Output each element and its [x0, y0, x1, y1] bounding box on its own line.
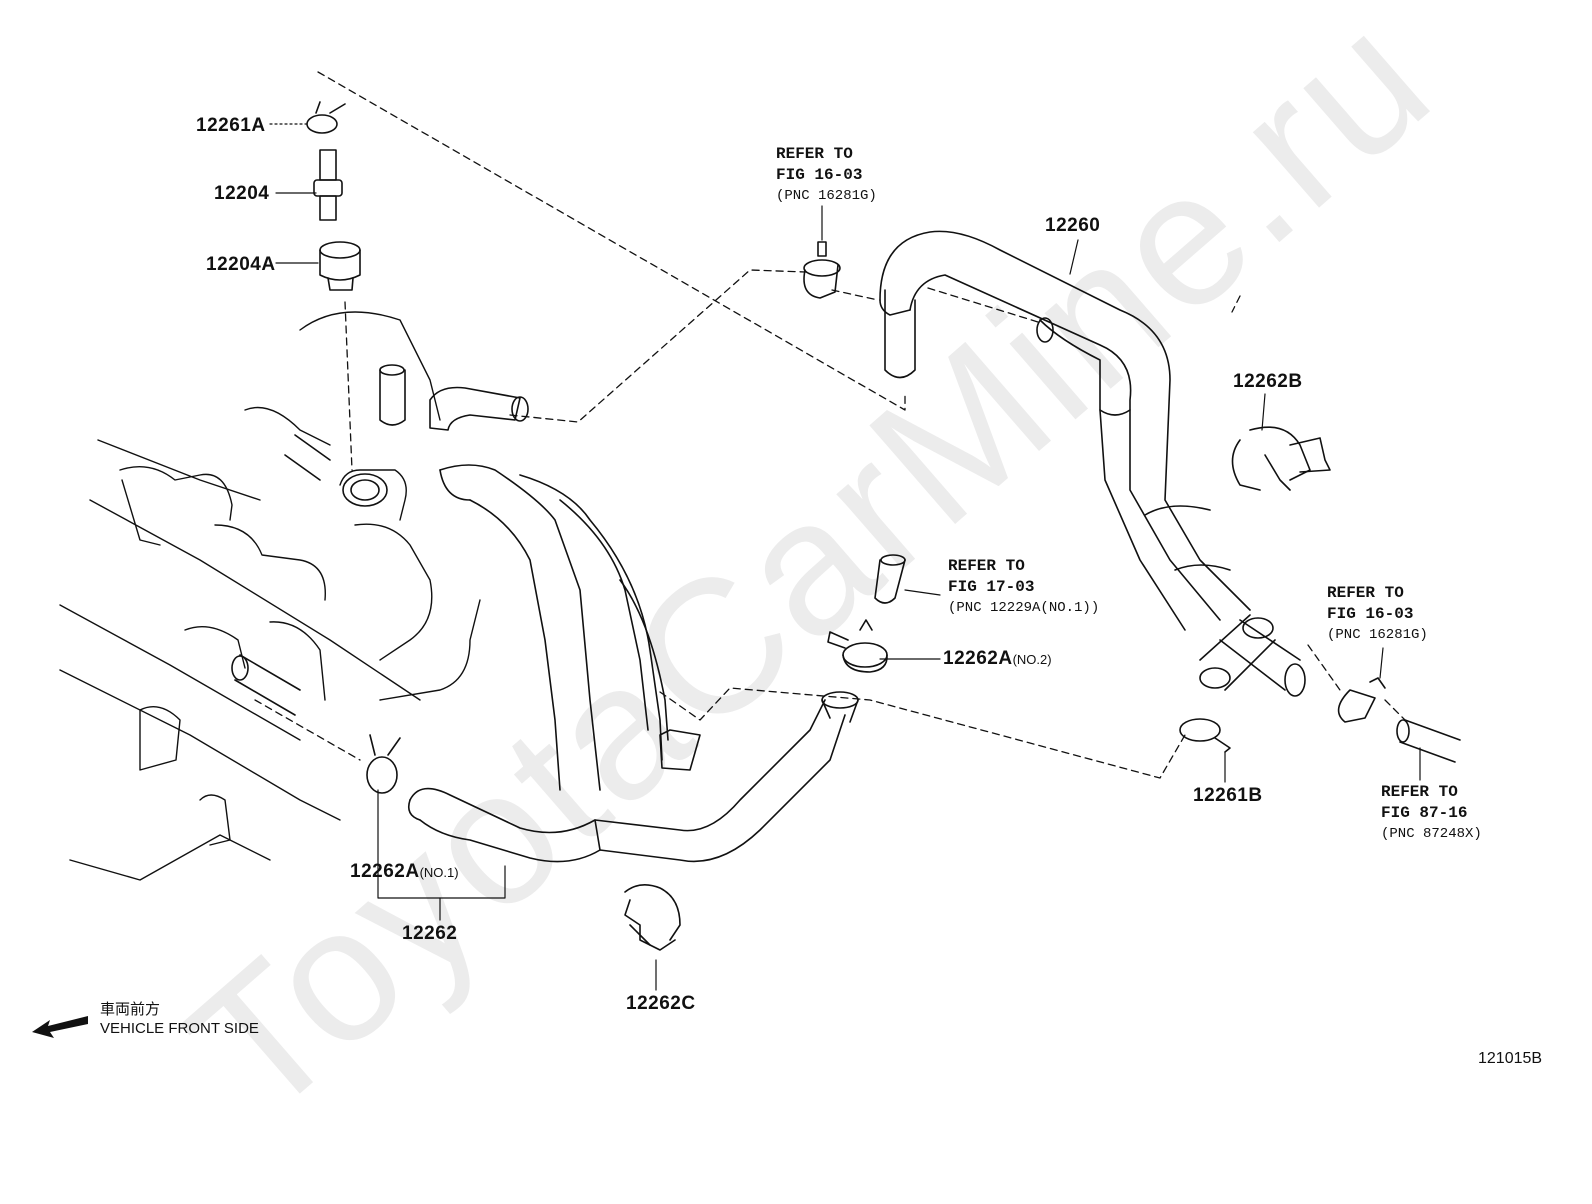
- parts-diagram: [59, 71, 1461, 991]
- part-label-12260: 12260: [1045, 215, 1101, 236]
- figure-number: 121015B: [1478, 1050, 1543, 1067]
- part-label-12262C: 12262C: [626, 993, 696, 1014]
- refer-note-fig-16-03-right: REFER TO FIG 16-03 (PNC 16281G): [1327, 583, 1428, 646]
- clamp-12262A-no1: [366, 734, 401, 794]
- part-12261A-clamp: [306, 101, 346, 134]
- refer-pnc: (PNC 12229A(NO.1)): [948, 600, 1100, 616]
- refer-line: REFER TO: [1381, 783, 1458, 801]
- clamp-fig-16-03-right: [1337, 677, 1386, 723]
- clamp-12262B: [1231, 426, 1331, 491]
- hose-network: [439, 464, 701, 791]
- part-label-12262A-no1: 12262A(NO.1): [350, 862, 459, 881]
- refer-note-fig-16-03: REFER TO FIG 16-03 (PNC 16281G): [776, 144, 877, 207]
- part-12204A-grommet: [319, 241, 361, 291]
- clamp-12262C: [624, 884, 681, 951]
- part-variant: (NO.2): [1012, 652, 1052, 667]
- front-label-japanese: 車両前方: [100, 1001, 161, 1018]
- clamp-near-12260: [803, 241, 841, 299]
- part-label-12261B: 12261B: [1193, 785, 1263, 806]
- refer-figure: FIG 16-03: [1327, 605, 1414, 623]
- part-label-12204A: 12204A: [206, 254, 276, 275]
- part-number: 12262A: [943, 648, 1013, 669]
- engine-pipe-stubs: [231, 364, 529, 716]
- engine-port: [342, 473, 388, 507]
- front-arrow-icon: [32, 1016, 88, 1038]
- refer-note-fig-17-03: REFER TO FIG 17-03 (PNC 12229A(NO.1)): [948, 556, 1099, 619]
- refer-pnc: (PNC 87248X): [1381, 826, 1482, 842]
- pipe-fig-87-16: [1396, 719, 1461, 763]
- clamp-12261B: [1179, 718, 1231, 753]
- pipe-fig-17-03: [874, 554, 906, 604]
- part-label-12204: 12204: [214, 183, 270, 204]
- part-12204-valve: [313, 149, 343, 221]
- hose-12260: [879, 230, 1306, 697]
- part-variant: (NO.1): [419, 865, 459, 880]
- part-number: 12262A: [350, 861, 420, 882]
- refer-figure: FIG 87-16: [1381, 804, 1468, 822]
- hose-12262: [407, 691, 859, 863]
- refer-line: REFER TO: [948, 557, 1025, 575]
- engine-outline: [59, 311, 481, 881]
- assembly-dashed-lines: [254, 71, 1406, 779]
- refer-line: REFER TO: [1327, 584, 1404, 602]
- refer-figure: FIG 16-03: [776, 166, 863, 184]
- refer-pnc: (PNC 16281G): [776, 188, 877, 204]
- part-label-12262A-no2: 12262A(NO.2): [943, 649, 1052, 668]
- part-label-12261A: 12261A: [196, 115, 266, 136]
- front-label-english: VEHICLE FRONT SIDE: [100, 1020, 259, 1037]
- leader-lines: [269, 123, 1421, 991]
- part-label-12262: 12262: [402, 923, 458, 944]
- clamp-12262A-no2: [827, 619, 888, 673]
- refer-line: REFER TO: [776, 145, 853, 163]
- refer-figure: FIG 17-03: [948, 578, 1035, 596]
- part-label-12262B: 12262B: [1233, 371, 1303, 392]
- refer-note-fig-87-16: REFER TO FIG 87-16 (PNC 87248X): [1381, 782, 1482, 845]
- refer-pnc: (PNC 16281G): [1327, 627, 1428, 643]
